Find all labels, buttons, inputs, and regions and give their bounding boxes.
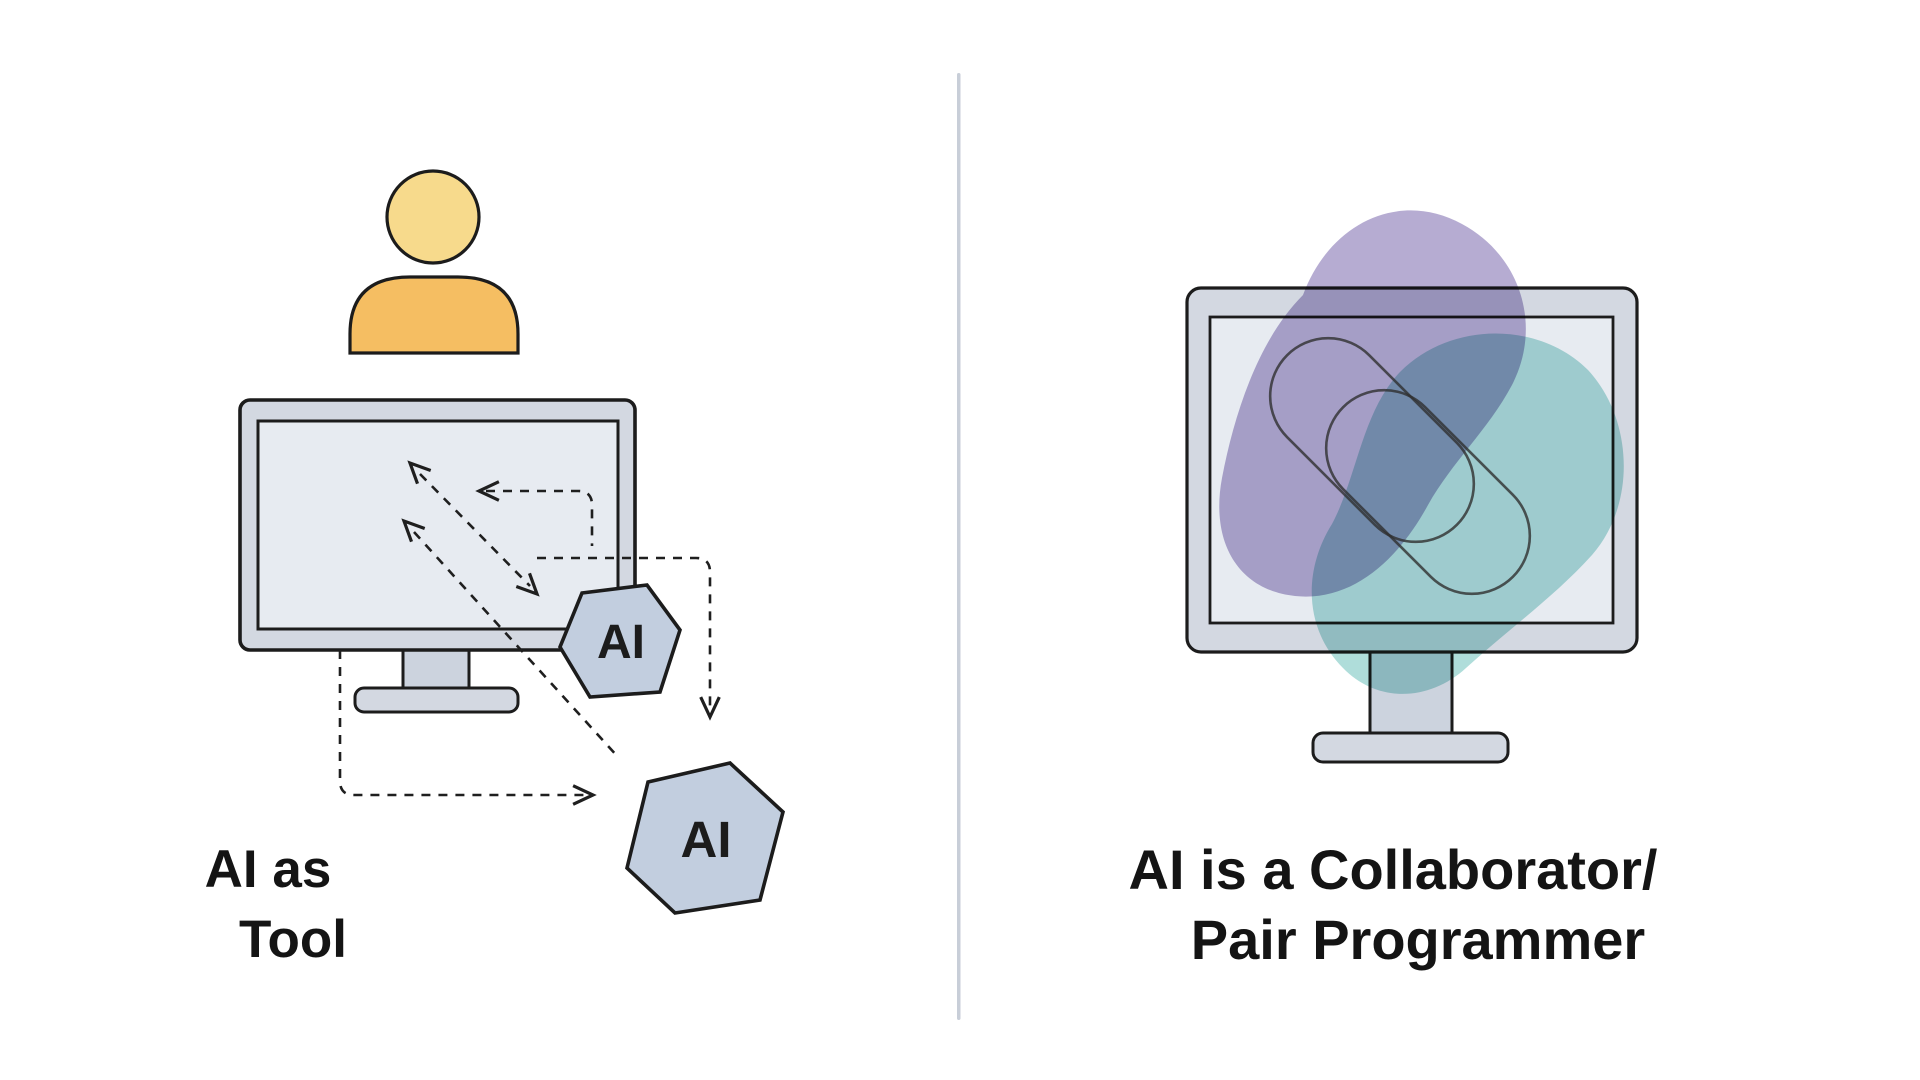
elbow-arrow-down [537,556,721,721]
person-body [348,275,520,355]
right-panel: AI is a Collaborator/ Pair Programmer [1129,210,1658,971]
double-arrow-screen [407,460,540,597]
person-icon [348,169,520,355]
panel-divider [957,73,961,1020]
person-head [385,169,481,265]
left-caption-line1: AI as [205,840,332,899]
arrowhead-right-icon [572,784,597,806]
right-caption-line1: AI is a Collaborator/ [1129,838,1658,901]
left-panel: AI AI AI as Tool [205,169,786,969]
elbow-arrow-into-screen [475,480,594,546]
monitor-left-screen [256,419,620,631]
ai-hexagon-2-label: AI [681,811,732,868]
ai-hexagon-1: AI [557,583,682,699]
collaboration-blobs [1219,210,1624,694]
monitor-left-stand-base [353,686,520,714]
elbow-arrow-right [338,650,597,806]
left-caption: AI as Tool [205,840,347,969]
chain-link-outline [1268,336,1532,596]
blob-purple [1219,210,1526,597]
ai-hexagon-2: AI [625,761,786,915]
right-caption: AI is a Collaborator/ Pair Programmer [1129,838,1658,971]
blob-teal [1311,333,1624,694]
right-caption-line2: Pair Programmer [1191,908,1645,971]
left-caption-line2: Tool [239,910,347,969]
long-diagonal-arrow [401,518,619,758]
monitor-right-stand-base [1311,731,1510,764]
arrowhead-down-right-icon [515,572,540,597]
arrowhead-down-icon [699,696,721,721]
ai-hexagon-1-label: AI [597,616,645,669]
arrowhead-up-left-icon [407,460,432,485]
dashed-arrows [338,460,721,806]
arrowhead-left-icon [475,480,500,502]
arrowhead-up-left-icon [401,518,426,543]
